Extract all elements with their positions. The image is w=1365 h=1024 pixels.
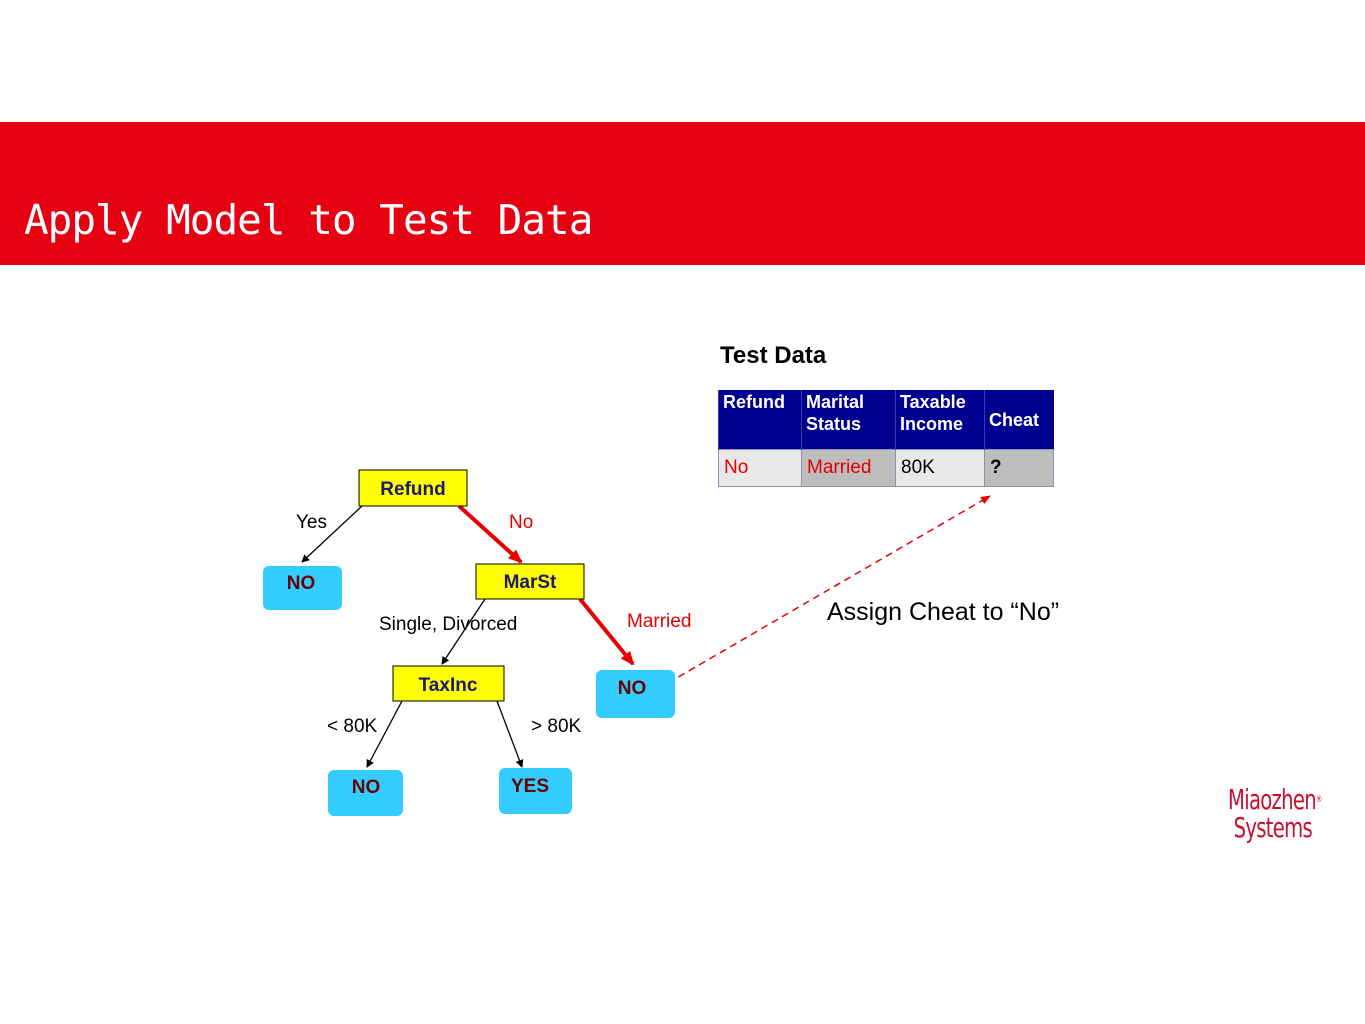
node-taxinc: TaxInc xyxy=(392,665,505,702)
cell-taxable-income: 80K xyxy=(895,449,985,487)
leaf-no-low-income-label: NO xyxy=(352,777,381,798)
edge-marst-married xyxy=(578,597,635,666)
cell-marital-status: Married xyxy=(801,449,896,487)
leaf-yes-high-income: YES xyxy=(499,768,572,814)
leaf-no-refund-yes: NO xyxy=(263,566,342,610)
cell-refund: No xyxy=(718,449,802,487)
edge-label-married: Married xyxy=(627,611,691,632)
node-taxinc-label: TaxInc xyxy=(419,675,478,696)
node-marst: MarSt xyxy=(475,563,585,600)
assign-annotation: Assign Cheat to “No” xyxy=(827,598,1060,626)
node-refund: Refund xyxy=(358,469,468,507)
slide-title: Apply Model to Test Data xyxy=(24,196,593,244)
edge-refund-yes xyxy=(301,505,363,563)
edge-taxinc-low xyxy=(366,700,403,768)
edge-label-greater-80k: > 80K xyxy=(531,716,582,737)
edge-marst-single xyxy=(441,598,486,665)
node-marst-label: MarSt xyxy=(504,572,557,593)
test-data-title: Test Data xyxy=(720,342,827,369)
test-data-row: No Married 80K ? xyxy=(718,449,1054,487)
leaf-no-low-income: NO xyxy=(328,770,403,816)
edge-taxinc-high xyxy=(496,700,524,768)
edge-label-less-80k: < 80K xyxy=(327,716,378,737)
node-refund-label: Refund xyxy=(380,479,445,500)
logo-registered-mark: ® xyxy=(1315,795,1322,805)
cell-cheat: ? xyxy=(984,449,1054,487)
header-refund: Refund xyxy=(718,390,802,450)
logo-line1: Miaozhen xyxy=(1228,783,1317,816)
leaf-no-married: NO xyxy=(596,670,675,718)
logo-line2: Systems xyxy=(1233,811,1313,844)
edge-label-single-divorced: Single, Divorced xyxy=(379,614,517,635)
edge-refund-no xyxy=(457,504,523,564)
miaozhen-logo: Miaozhen® Systems xyxy=(1228,786,1322,842)
edge-label-no: No xyxy=(509,512,533,533)
header-cheat: Cheat xyxy=(984,390,1054,450)
leaf-no-refund-yes-label: NO xyxy=(287,573,316,594)
leaf-no-married-label: NO xyxy=(618,678,647,699)
leaf-yes-high-income-label: YES xyxy=(511,776,549,797)
edge-label-yes: Yes xyxy=(296,512,327,533)
dashed-assign-arrow xyxy=(667,495,991,684)
title-banner xyxy=(0,122,1365,265)
